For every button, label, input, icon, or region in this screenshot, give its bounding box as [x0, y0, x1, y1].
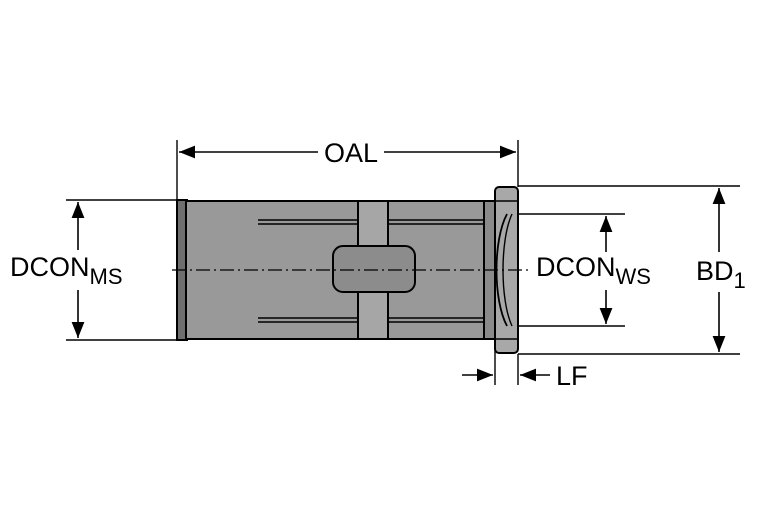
dcon-ws-dimension: DCONWS [518, 213, 651, 327]
dcon-ws-label: DCONWS [536, 252, 651, 289]
flange [494, 186, 519, 354]
dcon-ms-label: DCONMS [10, 252, 123, 289]
bd1-label: BD1 [696, 256, 746, 293]
lf-dimension: LF [462, 340, 588, 391]
dcon-ms-dimension: DCONMS [10, 199, 177, 341]
bd1-dimension: BD1 [518, 185, 746, 355]
lf-label: LF [556, 361, 588, 391]
oal-dimension: OAL [176, 138, 519, 200]
oal-label: OAL [324, 138, 378, 168]
body-window [332, 245, 416, 293]
